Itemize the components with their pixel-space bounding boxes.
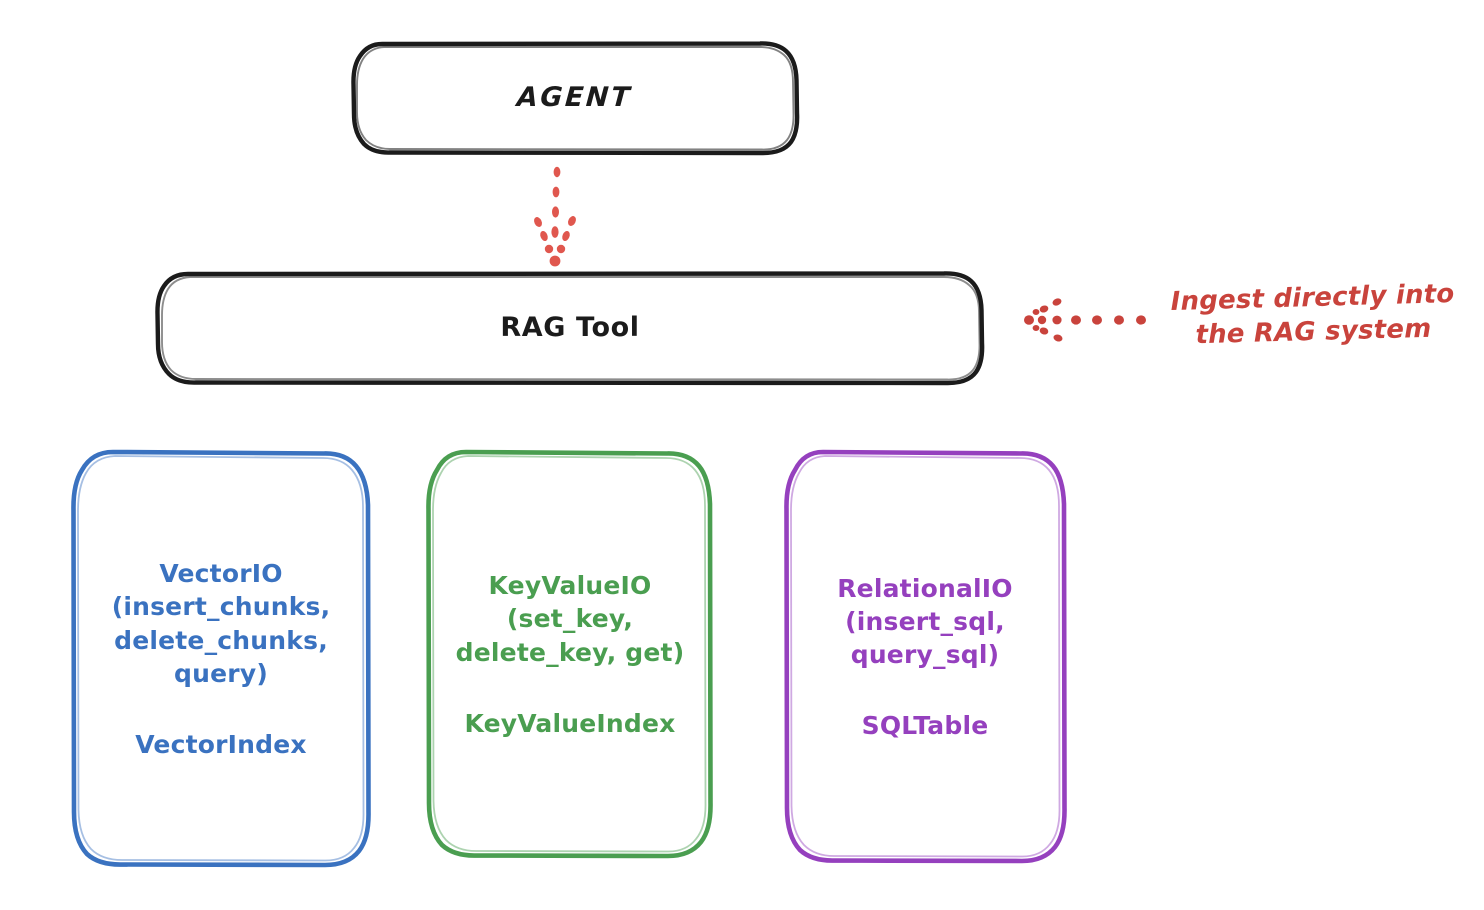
rag-tool-box-outline (155, 271, 985, 386)
vector-io-label: VectorIO (insert_chunks, delete_chunks, … (111, 559, 331, 688)
ingest-annotation-label: Ingest directly into the RAG system (1170, 279, 1455, 351)
vector-io-node[interactable]: VectorIO (insert_chunks, delete_chunks, … (72, 450, 370, 866)
agent-box-outline (351, 41, 800, 156)
relational-io-box-outline (784, 449, 1067, 864)
rag-tool-label: RAG Tool (500, 311, 640, 343)
key-value-index-label: KeyValueIndex (464, 708, 676, 738)
agent-label: AGENT (516, 81, 634, 113)
relational-io-node[interactable]: RelationalIO (insert_sql, query_sql) SQL… (785, 450, 1065, 862)
vector-io-box-outline (71, 449, 371, 868)
vector-index-label: VectorIndex (135, 730, 307, 759)
sql-table-label: SQLTable (861, 711, 989, 741)
key-value-io-label: KeyValueIO (set_key, delete_key, get) (455, 571, 685, 667)
rag-tool-node[interactable]: RAG Tool (157, 272, 983, 383)
connector-agent-to-rag-tool (534, 166, 576, 267)
ingest-annotation-arrow-icon (1024, 298, 1146, 342)
key-value-io-node[interactable]: KeyValueIO (set_key, delete_key, get) Ke… (427, 450, 713, 857)
key-value-io-box-outline (426, 449, 713, 859)
agent-node[interactable]: AGENT (353, 42, 797, 153)
relational-io-label: RelationalIO (insert_sql, query_sql) (837, 573, 1013, 670)
